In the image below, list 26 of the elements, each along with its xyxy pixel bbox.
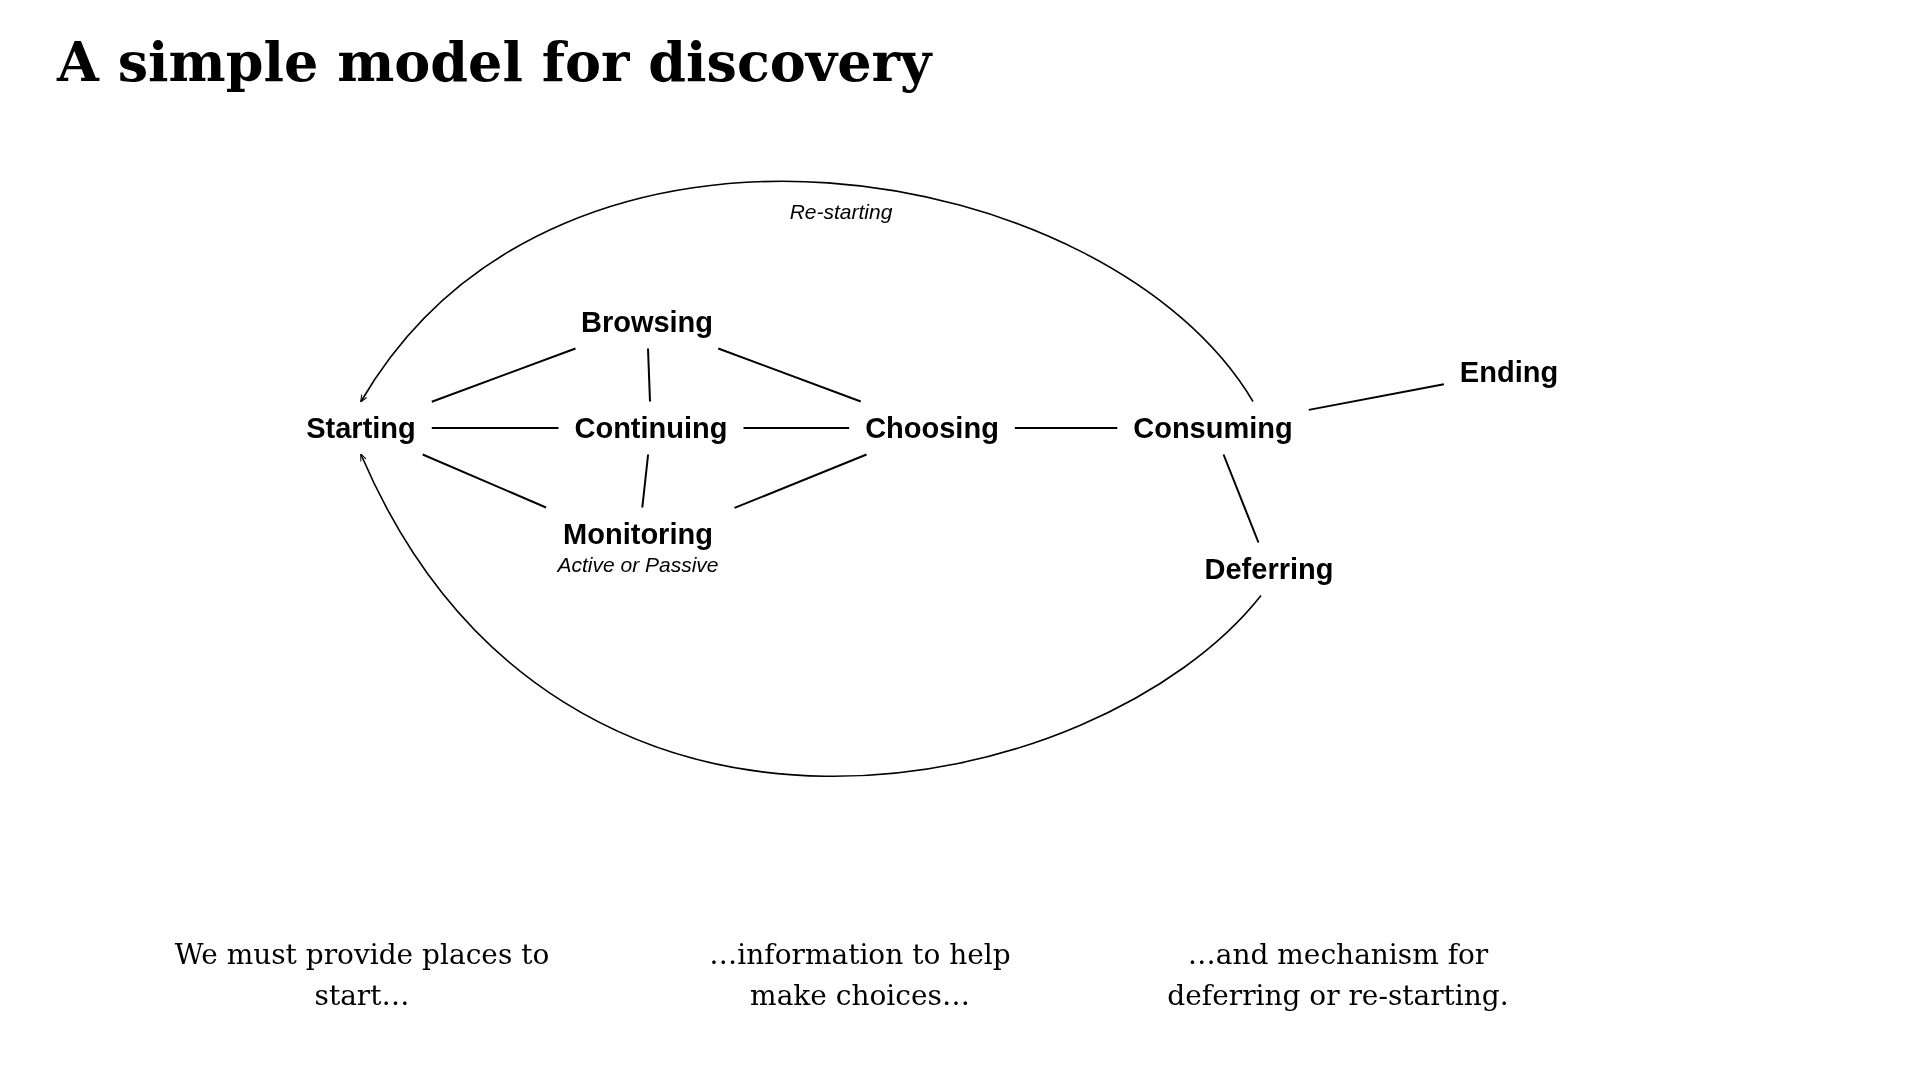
caption-text: We must provide places to start… (173, 937, 551, 1014)
stage-label: Choosing (865, 411, 999, 445)
connector-line (647, 347, 651, 403)
connector-line (733, 453, 868, 509)
connector-line (641, 453, 650, 509)
connector-line (421, 453, 548, 509)
stage-label: Ending (1459, 355, 1559, 389)
stage-label: Monitoring (562, 517, 714, 551)
caption-text: …and mechanism for deferring or re-starting. (1166, 937, 1510, 1014)
stage-label: Browsing (580, 305, 714, 339)
stage-label: Consuming (1133, 411, 1293, 445)
connector-line (1222, 453, 1260, 544)
stage-label: Continuing (574, 411, 728, 445)
connector-line (1307, 383, 1445, 411)
stage-label: Deferring (1204, 552, 1334, 586)
caption-text: …information to help make choices… (708, 937, 1012, 1014)
connector-line (430, 347, 577, 403)
stage-label: Starting (306, 411, 416, 445)
curved-arrow (360, 453, 1262, 778)
connector-line (742, 427, 851, 429)
connector-line (717, 347, 862, 403)
diagram-title: A simple model for discovery (57, 30, 932, 94)
connector-line (1013, 427, 1119, 429)
stage-note: Active or Passive (557, 552, 719, 577)
curved-arrow (360, 182, 1254, 403)
connector-line (430, 427, 560, 429)
